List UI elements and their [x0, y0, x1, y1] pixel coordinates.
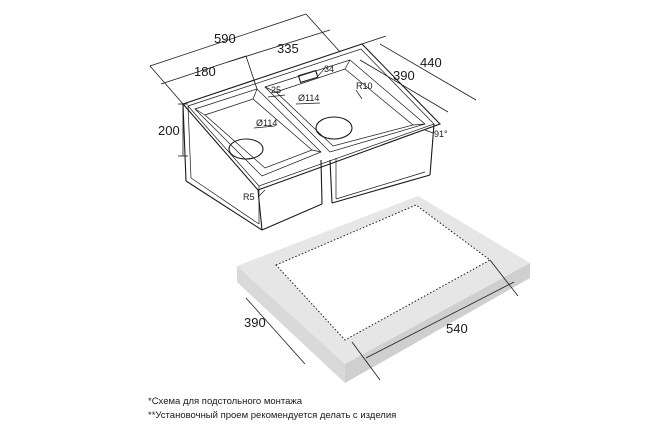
sink-dimension-lines [149, 13, 477, 198]
label-390-cutout: 390 [244, 315, 266, 330]
label-r10: R10 [356, 81, 373, 91]
sink-outline [182, 43, 441, 231]
label-440: 440 [420, 55, 442, 70]
note-line-2: **Установочный проем рекомендуется делат… [148, 410, 397, 421]
label-390-top: 390 [393, 68, 415, 83]
label-34: 34 [324, 64, 334, 74]
label-180: 180 [194, 64, 216, 79]
left-drain-icon [228, 138, 264, 160]
label-335: 335 [277, 41, 299, 56]
label-91: 91° [434, 129, 448, 139]
notes: *Схема для подстольного монтажа **Устано… [148, 395, 396, 423]
label-540-cutout: 540 [446, 321, 468, 336]
label-r5: R5 [243, 192, 255, 202]
countertop-cutout [237, 196, 530, 383]
right-drain-icon [315, 116, 353, 140]
label-d114-right: Ø114 [298, 93, 319, 103]
label-d114-left: Ø114 [256, 118, 277, 128]
label-590: 590 [214, 31, 236, 46]
overflow-slot-icon [297, 69, 319, 84]
note-line-1: *Схема для подстольного монтажа [148, 396, 303, 407]
dimension-labels: 590 335 180 440 390 200 34 25 Ø114 R10 Ø… [158, 31, 468, 336]
label-25: 25 [271, 85, 281, 95]
label-200: 200 [158, 123, 180, 138]
